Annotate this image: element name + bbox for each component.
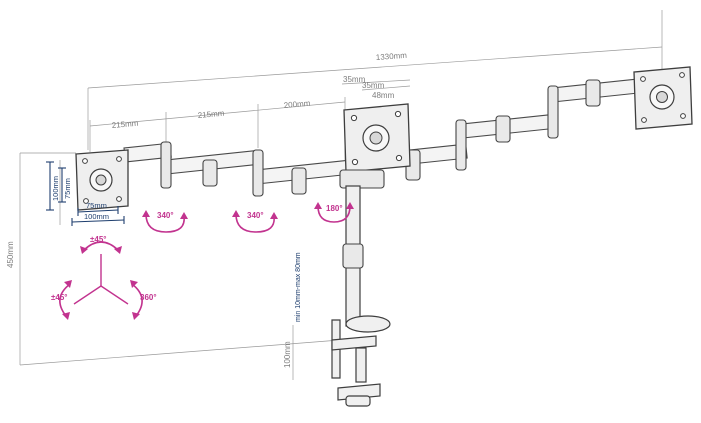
plate-center xyxy=(339,103,411,189)
center-offset-3-label: 48mm xyxy=(372,91,395,100)
joint-1 xyxy=(160,141,172,189)
plate-right xyxy=(633,66,693,130)
rotation-joint-1-label: 340° xyxy=(157,211,174,220)
total-width-label: 1330mm xyxy=(376,51,408,62)
orientation-guide: ±45° ±45° 360° xyxy=(51,235,157,320)
joint-3 xyxy=(455,119,467,171)
center-offset-1-label: 35mm xyxy=(343,75,366,84)
vesa-small-w-label: 75mm xyxy=(86,201,107,210)
center-offset-2-label: 35mm xyxy=(362,81,385,90)
arm-assembly xyxy=(123,78,642,197)
knob-4 xyxy=(495,115,511,143)
vesa-callout: 75mm 100mm 75mm 100mm xyxy=(46,161,125,226)
swivel-label: ±45° xyxy=(51,293,68,302)
clamp-range-label: min 10mm-max 80mm xyxy=(295,252,302,322)
base-height-label: 100mm xyxy=(283,341,292,368)
clamp-screw xyxy=(355,347,367,383)
rotate-label: 360° xyxy=(140,293,157,302)
rotation-joint-2-label: 340° xyxy=(247,211,264,220)
rotation-joint-1: 340° xyxy=(142,210,188,233)
clamp-jaw-top xyxy=(331,335,377,351)
tilt-label: ±45° xyxy=(90,235,107,244)
plate-left xyxy=(75,149,129,211)
height-label: 450mm xyxy=(6,241,15,268)
knob-5 xyxy=(585,79,601,107)
rotation-joint-3: 180° xyxy=(314,202,354,223)
knob-2 xyxy=(291,167,307,195)
pole-and-clamp xyxy=(331,185,391,407)
joint-2 xyxy=(252,149,264,197)
vesa-small-h-label: 75mm xyxy=(63,178,72,199)
vesa-large-w-label: 100mm xyxy=(84,212,109,221)
arm-seg-2-label: 215mm xyxy=(197,109,225,120)
arm-seg-3-label: 200mm xyxy=(283,99,311,110)
joint-4 xyxy=(547,85,559,139)
vesa-large-h-label: 100mm xyxy=(51,176,60,201)
guide-lines xyxy=(19,10,663,380)
rotation-joint-3-label: 180° xyxy=(326,204,343,213)
rotation-joint-2: 340° xyxy=(232,210,278,233)
knob-1 xyxy=(202,159,218,187)
base-plate xyxy=(345,315,391,333)
pole-collar xyxy=(342,243,364,269)
arm-seg-1-label: 215mm xyxy=(111,119,139,130)
clamp-knob xyxy=(345,395,371,407)
